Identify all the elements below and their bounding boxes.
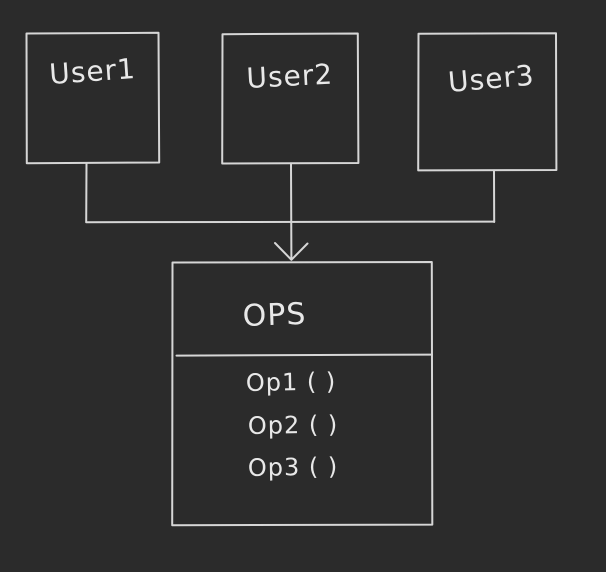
actor-box-user2[interactable]: User2	[221, 32, 360, 165]
connector-bus-line	[85, 220, 496, 224]
actor-label-user3: User3	[447, 59, 536, 99]
actor-label-user2: User2	[246, 58, 334, 95]
class-title-label: OPS	[242, 297, 307, 334]
class-box-divider	[175, 353, 433, 357]
connector-group	[85, 162, 496, 261]
actor-box-outline	[221, 32, 360, 165]
arrowhead-icon	[274, 242, 309, 261]
class-box-ops[interactable]: OPS Op1 ( ) Op2 ( ) Op3 ( )	[171, 261, 434, 527]
actor-box-user1[interactable]: User1	[25, 31, 161, 165]
actor-box-outline	[25, 31, 161, 165]
actor-label-user1: User1	[48, 52, 137, 91]
class-method-item: Op1 ( )	[246, 367, 337, 397]
class-method-item: Op3 ( )	[248, 452, 339, 482]
actor-box-outline	[417, 32, 558, 172]
actor-box-user3[interactable]: User3	[417, 32, 558, 172]
class-box-outline	[171, 261, 434, 527]
class-method-item: Op2 ( )	[248, 410, 339, 440]
